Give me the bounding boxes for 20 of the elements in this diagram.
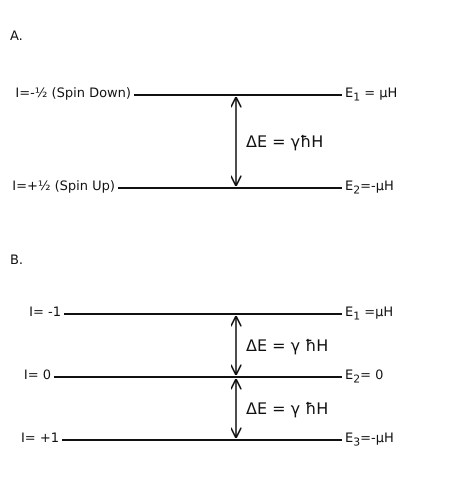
energy-level-line — [54, 376, 342, 378]
spin-state-label: I= 0 — [24, 367, 51, 385]
spin-state-label: I=-½ (Spin Down) — [15, 85, 131, 103]
energy-level-line — [118, 187, 342, 189]
double-headed-arrow — [230, 315, 242, 376]
spin-state-label: I= -1 — [29, 304, 61, 322]
panel-label: A. — [10, 28, 23, 46]
energy-label: E$_{2}$= 0 — [345, 367, 384, 388]
energy-level-line — [62, 439, 342, 441]
panel-label: B. — [10, 252, 24, 270]
spin-state-label: I=+½ (Spin Up) — [12, 178, 115, 196]
energy-level-line — [134, 94, 342, 96]
energy-label: E$_{1}$ = μH — [345, 85, 398, 106]
energy-label: E$_{3}$=-μH — [345, 430, 394, 451]
energy-label: E$_{2}$=-μH — [345, 178, 394, 199]
spin-state-label: I= +1 — [20, 430, 59, 448]
double-headed-arrow — [230, 96, 242, 187]
energy-label: E$_{1}$ =μH — [345, 304, 394, 325]
energy-level-line — [64, 313, 342, 315]
double-headed-arrow — [230, 378, 242, 439]
